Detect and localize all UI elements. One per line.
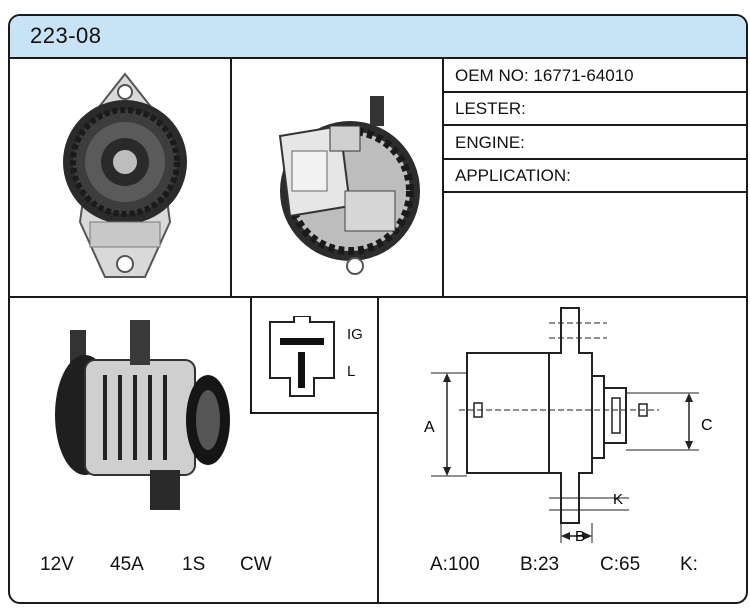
spec-row-oem: OEM NO: 16771-64010 — [443, 60, 746, 93]
alternator-rear-photo — [278, 96, 420, 275]
dimension-c-value: C:65 — [600, 554, 641, 575]
divider-vertical-bottom — [377, 296, 379, 602]
alternator-side-photo — [55, 320, 230, 510]
dimension-drawing: A C K B — [424, 307, 713, 545]
dimension-k-value: K: — [680, 554, 698, 575]
part-number-title: 223-08 — [30, 23, 102, 48]
spec-row-lester: LESTER: — [443, 93, 746, 126]
voltage: 12V — [40, 554, 74, 575]
l-label: L — [347, 363, 356, 380]
alternator-front-photo — [63, 72, 187, 278]
rotation: CW — [240, 554, 272, 575]
oem-number: OEM NO: 16771-64010 — [455, 66, 634, 85]
dimension-a-label: A — [424, 419, 435, 436]
dimension-values: A:100 B:23 C:65 K: — [430, 554, 740, 580]
electrical-specs: 12V 45A 1S CW — [40, 554, 320, 580]
divider-vertical-2 — [442, 57, 444, 297]
type: 1S — [182, 554, 206, 575]
lester-label: LESTER: — [455, 99, 526, 118]
product-card: 223-08 OEM NO: 16771-64010 LESTER: ENGIN… — [8, 14, 748, 604]
dimension-b-label: B — [575, 528, 585, 545]
ig-terminal — [280, 338, 324, 345]
dimension-a-value: A:100 — [430, 554, 480, 575]
spec-row-application: APPLICATION: — [443, 160, 746, 193]
divider-vertical-1 — [230, 57, 232, 297]
connector-box — [250, 296, 379, 414]
ig-label: IG — [347, 326, 363, 343]
dimension-b-value: B:23 — [520, 554, 560, 575]
dimension-c-label: C — [701, 417, 713, 434]
engine-label: ENGINE: — [455, 133, 525, 152]
dimension-k-label: K — [613, 491, 623, 508]
l-terminal — [298, 352, 305, 388]
spec-row-engine: ENGINE: — [443, 127, 746, 160]
current: 45A — [110, 554, 144, 575]
connector-diagram — [269, 316, 335, 397]
title-bar: 223-08 — [10, 16, 746, 59]
application-label: APPLICATION: — [455, 166, 571, 185]
